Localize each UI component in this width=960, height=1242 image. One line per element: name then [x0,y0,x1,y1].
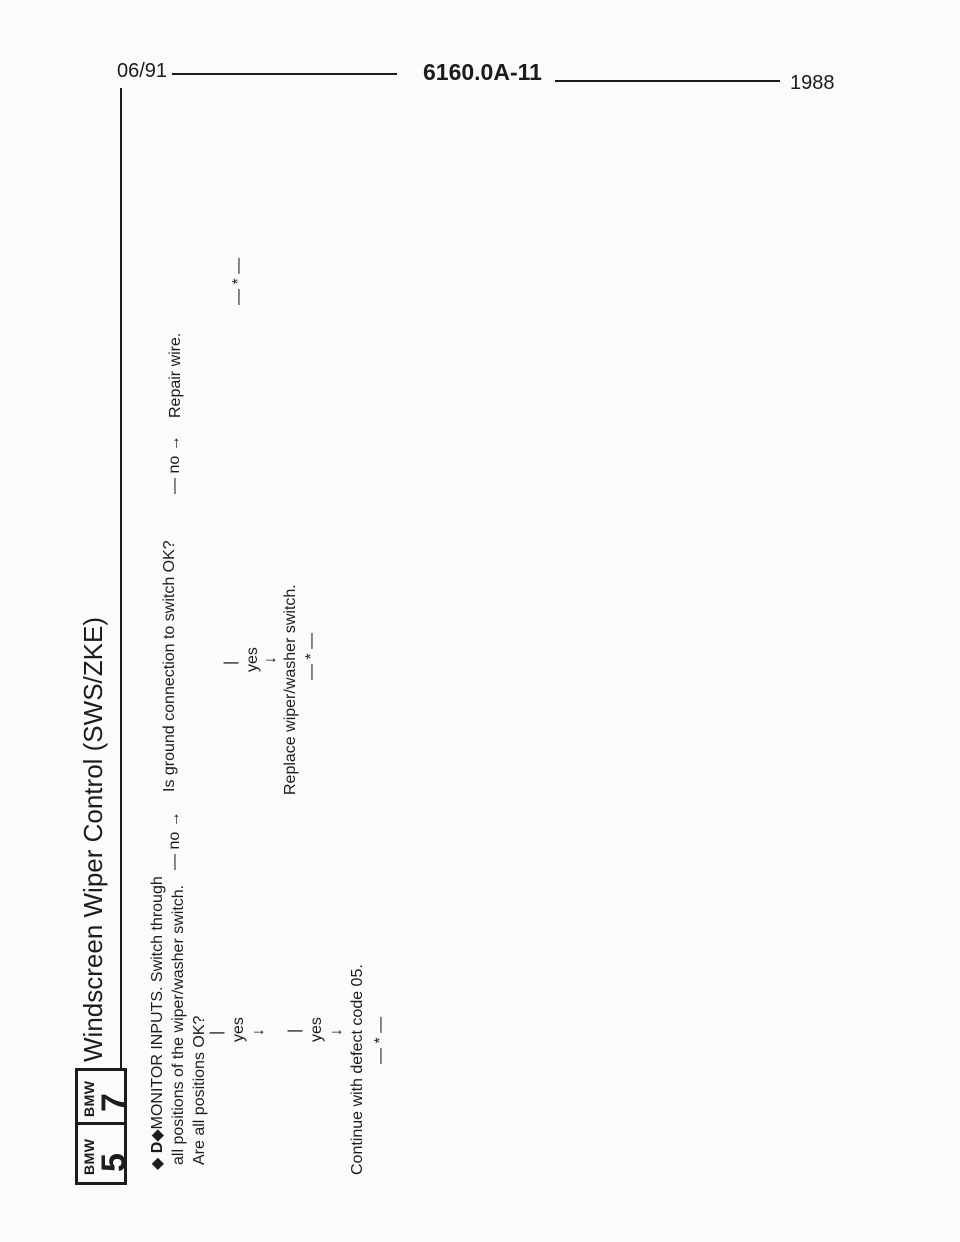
step-question: Are all positions OK? [191,1015,208,1165]
bmw-7-number: 7 [95,1093,133,1112]
page-date: 06/91 [117,60,168,82]
end-marker-main: — * — [372,1016,389,1064]
end-marker-repair: — * — [230,257,247,305]
yes-bar-2: | [286,1028,303,1033]
margin-rule [120,88,122,1073]
down-arrow-icon: ↓ [250,1028,267,1036]
bullet-icon-2: ◆ [149,1129,166,1142]
bullet-icon: ◆ [149,1157,166,1170]
header-rule-right [555,80,780,82]
yes-label: yes [230,1017,247,1042]
switch-yes-label: yes [244,647,261,672]
document-code: 6160.0A-11 [423,59,542,85]
repair-wire-action: Repair wire. [167,332,184,418]
yes-label-2: yes [308,1017,325,1042]
bmw-5-number: 5 [95,1153,133,1172]
ground-question: Is ground connection to switch OK? [161,540,178,792]
switch-down-arrow-icon: ↓ [262,656,279,664]
header-rule-left [172,73,397,75]
model-year: 1988 [790,72,835,94]
defect-code-letter: D [149,1141,166,1154]
down-arrow-icon-2: ↓ [328,1028,345,1036]
no-arrow-2: — no → [166,435,183,494]
step-instruction: ◆ D◆MONITOR INPUTS. Switch through [148,876,167,1170]
step-line-1: MONITOR INPUTS. Switch through [149,876,166,1130]
page-title: Windscreen Wiper Control (SWS/ZKE) [78,617,108,1062]
replace-switch-action: Replace wiper/washer switch. [282,584,299,795]
step-line-2: all positions of the wiper/washer switch… [170,884,187,1165]
no-arrow-1: — no → [166,811,183,870]
yes-bar: | [208,1030,225,1035]
continue-action: Continue with defect code 05. [349,964,366,1175]
switch-yes-bar: | [222,660,239,665]
end-marker-switch: — * — [303,632,320,680]
bmw-5-logo: BMW 5 [75,1122,133,1185]
bmw-7-logo: BMW 7 [75,1068,133,1125]
